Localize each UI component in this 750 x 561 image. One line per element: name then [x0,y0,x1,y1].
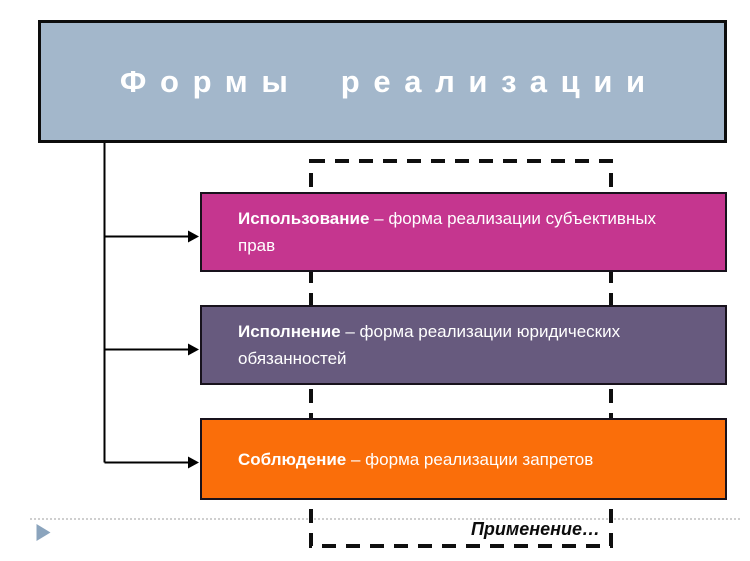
box-term: Использование [238,209,370,228]
box-term: Соблюдение [238,449,347,469]
box-definition: – форма реализации запретов [346,449,594,469]
arrowhead-icon [188,343,199,356]
box-ispolnenie: Исполнение – форма реализации юридически… [200,305,727,385]
box-term: Исполнение [238,322,341,341]
box-definition: – форма реализации юридических обязаннос… [238,322,621,368]
box-ispolzovanie: Использование – форма реализации субъект… [200,192,727,272]
arrowhead-icon [188,230,199,243]
box-text: Использование – форма реализации субъект… [202,205,725,259]
application-label: Применение… [470,519,600,539]
box-definition: – форма реализации субъективных прав [238,209,657,255]
arrowhead-icon [188,456,199,469]
slide-title: Формы реализации [119,63,659,99]
footer-separator-line [30,518,740,520]
title-box: Формы реализации [38,20,727,143]
box-soblyudenie: Соблюдение – форма реализации запретов [200,418,727,500]
box-text: Соблюдение – форма реализации запретов [202,446,725,473]
play-triangle-icon [36,524,51,541]
box-text: Исполнение – форма реализации юридически… [202,318,725,372]
